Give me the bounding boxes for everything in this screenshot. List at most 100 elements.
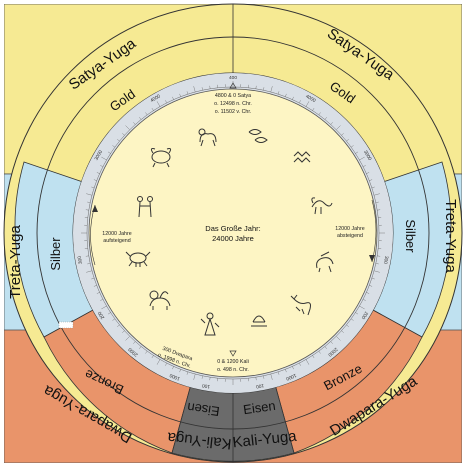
treta-left-label: Treta-Yuga	[7, 225, 24, 299]
scale-tick	[91, 186, 95, 189]
scale-tick	[371, 186, 375, 189]
scale-tick	[277, 371, 280, 375]
scale-tick	[346, 139, 349, 142]
scorpio-icon	[290, 294, 311, 316]
scale-tick	[359, 305, 365, 310]
note-bottom-2: o. 498 n. Chr.	[217, 367, 249, 373]
gemini-icon	[137, 196, 153, 218]
scale-tick	[139, 117, 142, 120]
scale-tick	[145, 112, 148, 116]
scale-tick	[369, 179, 373, 181]
note-bottom-1: 0 & 1200 Kali	[217, 359, 249, 365]
note-left-2: aufsteigend	[103, 238, 130, 244]
scale-tick	[318, 112, 321, 116]
scale-tick	[133, 341, 136, 344]
capricorn-icon	[311, 197, 333, 215]
scale-tick	[201, 375, 203, 379]
scale-tick	[179, 369, 181, 373]
scale-tick	[285, 93, 287, 97]
scale-tick	[125, 125, 130, 130]
scale-tick	[117, 324, 120, 327]
scale-tick	[91, 277, 95, 280]
scale-tick	[371, 277, 375, 280]
scale-tick-label: 3000	[94, 149, 105, 162]
scale-tick-label: 100	[201, 382, 210, 389]
scale-tick	[193, 86, 196, 93]
arrow-down-icon	[369, 255, 375, 262]
scale-tick	[336, 336, 341, 341]
scale-tick	[359, 156, 365, 161]
scale-tick	[145, 350, 148, 354]
scale-tick	[151, 355, 154, 359]
scale-tick	[172, 366, 174, 370]
scale-tick	[107, 312, 111, 315]
scale-tick	[366, 292, 370, 294]
pisces-icon	[248, 129, 268, 143]
note-right-2: absteigend	[337, 233, 363, 239]
scale-tick	[355, 151, 359, 154]
scale-tick	[346, 324, 349, 327]
scale-tick	[96, 172, 100, 174]
scale-tick	[151, 107, 154, 111]
note-left-1: 12000 Jahre	[102, 231, 132, 237]
scale-tick	[373, 193, 380, 196]
scale-tick	[165, 362, 167, 366]
scale-tick	[139, 346, 142, 349]
marker-dot	[58, 321, 74, 329]
scale-tick	[324, 117, 327, 120]
scale-tick	[179, 93, 181, 97]
scale-tick-label: 2000	[127, 346, 139, 358]
scale-tick	[305, 359, 310, 365]
scale-tick	[112, 145, 116, 148]
scale-tick	[292, 366, 294, 370]
scale-tick-label: 4000	[304, 94, 317, 105]
libra-icon	[251, 315, 267, 327]
eisen-right-label: Eisen	[242, 398, 276, 417]
scale-tick-label: 300	[77, 255, 84, 264]
center-title: Das Große Jahr:	[205, 224, 260, 233]
silber-left-label: Silber	[48, 237, 63, 271]
scale-tick	[362, 165, 366, 167]
scale-tick	[172, 96, 174, 100]
scale-tick	[96, 292, 100, 294]
scale-tick	[93, 285, 97, 287]
scale-tick-label: 200	[97, 310, 107, 320]
scale-tick	[201, 87, 203, 91]
scale-tick	[312, 355, 315, 359]
scale-tick	[101, 156, 107, 161]
taurus-icon	[150, 148, 172, 168]
scale-tick	[270, 86, 273, 93]
scale-tick	[277, 91, 280, 95]
treta-right-label: Treta-Yuga	[442, 199, 459, 273]
scale-tick	[324, 346, 327, 349]
scale-tick	[330, 122, 333, 125]
note-top-1: 4800 & 0 Satya	[215, 93, 251, 99]
scale-tick	[193, 373, 196, 380]
triangle-down-icon	[229, 350, 237, 357]
scale-tick	[133, 122, 136, 125]
scale-tick	[299, 362, 301, 366]
scale-tick-label: 200	[360, 310, 370, 320]
sagittarius-icon	[316, 251, 334, 273]
scale-tick-label: 4000	[149, 93, 162, 104]
scale-tick-label: 100	[255, 382, 264, 389]
virgo-icon	[200, 312, 220, 336]
scale-tick	[112, 318, 116, 321]
kali-left-label: Kali-Yuga	[166, 429, 232, 453]
scale-tick	[122, 133, 125, 136]
note-top-2: o. 12498 n. Chr.	[214, 101, 252, 107]
scale-tick-label: 1000	[169, 372, 181, 382]
scale-tick	[375, 201, 379, 203]
leo-icon	[149, 290, 171, 310]
scale-tick	[100, 299, 104, 301]
scale-tick	[341, 133, 344, 136]
inner-disk	[88, 88, 378, 378]
scale-tick	[263, 87, 265, 91]
scale-tick	[362, 299, 366, 301]
scale-tick-label: 3000	[362, 149, 373, 162]
scale-tick	[165, 100, 167, 104]
scale-tick	[305, 101, 310, 107]
scale-tick	[375, 263, 379, 265]
